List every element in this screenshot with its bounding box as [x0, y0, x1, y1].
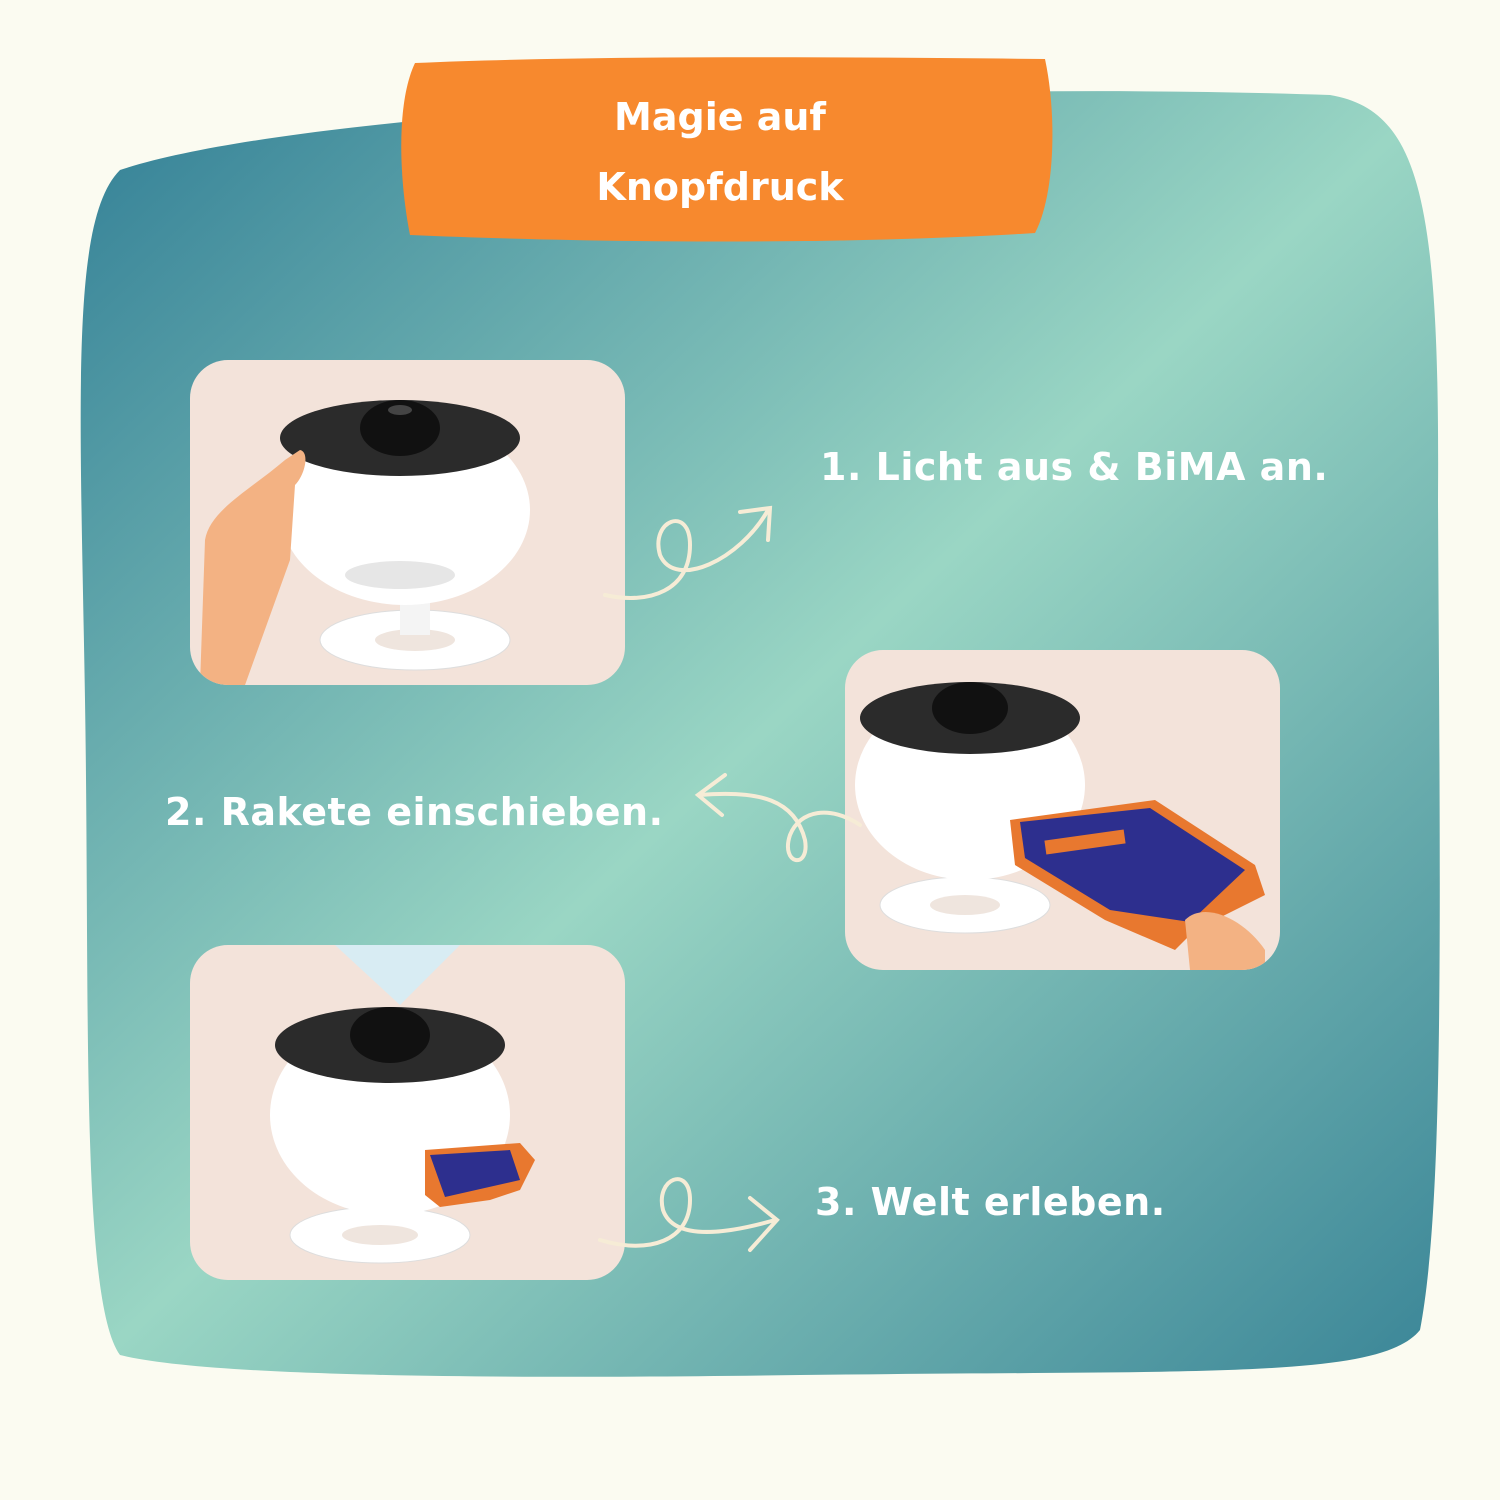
projector-illustration	[200, 400, 530, 685]
projector-with-rocket-illustration	[855, 682, 1265, 970]
title-banner	[401, 57, 1053, 242]
projector-projecting-illustration	[270, 945, 535, 1264]
step-2-image	[845, 650, 1280, 970]
step-3-image	[190, 945, 625, 1280]
step-1-image	[190, 360, 625, 685]
step-3-label: 3. Welt erleben.	[815, 1180, 1166, 1224]
title-line-2: Knopfdruck	[596, 165, 844, 209]
step-2-label: 2. Rakete einschieben.	[165, 790, 664, 834]
title-line-1: Magie auf	[614, 95, 826, 139]
page-title: Magie auf Knopfdruck	[395, 82, 1045, 222]
step-1-label: 1. Licht aus & BiMA an.	[820, 445, 1329, 489]
